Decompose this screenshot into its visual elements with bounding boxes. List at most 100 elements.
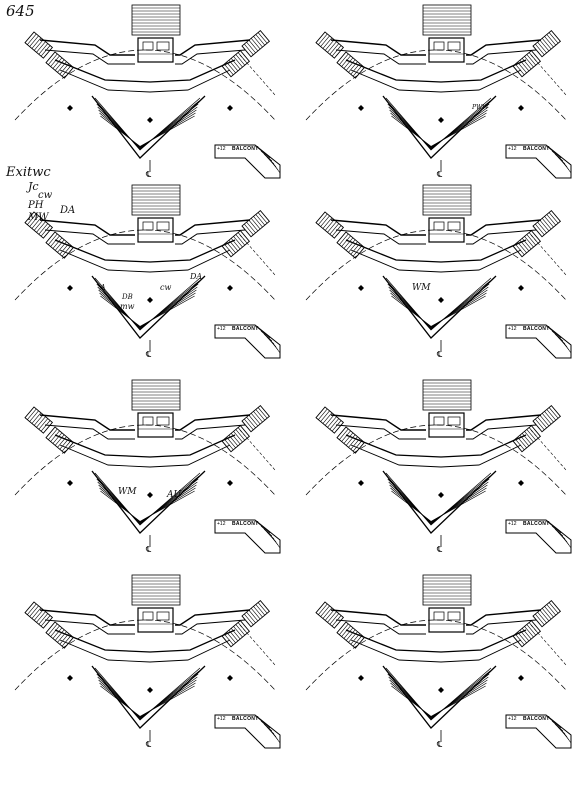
balcony-key-stair (214, 144, 281, 179)
floor-plan-panel: BALCONY+12℄ (291, 0, 582, 200)
handwritten-label-cw: cw (160, 283, 172, 292)
balcony-wings (39, 609, 251, 663)
handwritten-note-6: DA (60, 205, 76, 216)
central-core (137, 412, 174, 438)
balcony-wings (330, 609, 542, 663)
column-marker (147, 687, 153, 693)
balcony-label: BALCONY (523, 521, 550, 527)
stair-right-lower (221, 49, 251, 78)
column-marker (227, 480, 233, 486)
seating-arc (305, 49, 567, 121)
stair-right (532, 599, 562, 628)
stair-left (315, 601, 345, 629)
column-marker (438, 117, 444, 123)
column-marker (147, 492, 153, 498)
column-marker (358, 105, 364, 111)
stair-left-lower (45, 426, 75, 454)
centerline-label: ℄ (146, 170, 152, 179)
stage-outline (530, 429, 567, 471)
centerline-label: ℄ (437, 545, 443, 554)
balcony-key-stair (505, 324, 572, 359)
column-marker (518, 480, 524, 486)
floor-plan-panel: BALCONY+12℄ (0, 180, 291, 380)
stair-right (241, 29, 271, 58)
handwritten-note-1: Exitwc (6, 165, 51, 180)
central-core (428, 412, 465, 438)
stair-right-lower (512, 49, 542, 78)
level-label: +12 (217, 716, 226, 722)
column-marker (227, 675, 233, 681)
balcony-label: BALCONY (232, 521, 259, 527)
level-label: +12 (508, 146, 517, 152)
column-marker (147, 117, 153, 123)
lower-seating (91, 95, 206, 159)
handwritten-label-db: DB (122, 293, 133, 301)
balcony-label: BALCONY (232, 716, 259, 722)
column-marker (67, 285, 73, 291)
centerline-label: ℄ (146, 545, 152, 554)
floor-plan-panel: BALCONY+12℄ (291, 570, 582, 770)
central-core (137, 37, 174, 63)
level-label: +12 (508, 326, 517, 332)
floor-plan-drawing (14, 574, 281, 749)
column-marker (67, 675, 73, 681)
balcony-key-stair (214, 324, 281, 359)
stair-left-lower (45, 51, 75, 79)
stage-outline (239, 429, 276, 471)
balcony-wings (330, 39, 542, 93)
stair-left (315, 31, 345, 59)
floor-plan-panel: BALCONY+12℄ (0, 570, 291, 770)
floor-plan-panel: BALCONY +12 ℄ (0, 375, 291, 575)
floor-plan-drawing (14, 379, 281, 554)
lower-seating (382, 275, 497, 339)
stage-outline (530, 54, 567, 96)
central-core (137, 607, 174, 633)
stair-left (315, 406, 345, 434)
central-core (428, 607, 465, 633)
centerline-label: ℄ (437, 350, 443, 359)
stage-outline (530, 234, 567, 276)
stage-outline (530, 624, 567, 666)
balcony-key-stair (214, 519, 281, 554)
floor-plan-drawing (305, 4, 572, 179)
stair-right-lower (512, 619, 542, 648)
column-marker (358, 285, 364, 291)
column-marker (147, 297, 153, 303)
balcony-key-stair (505, 714, 572, 749)
column-marker (358, 675, 364, 681)
balcony-label: BALCONY (232, 146, 259, 152)
seating-arc (305, 229, 567, 301)
column-marker (518, 105, 524, 111)
stair-left-lower (45, 621, 75, 649)
column-marker (518, 285, 524, 291)
balcony-key-stair (505, 519, 572, 554)
column-marker (438, 687, 444, 693)
level-label: +12 (217, 521, 226, 527)
balcony-wings (39, 39, 251, 93)
column-marker (67, 480, 73, 486)
balcony-key-stair (505, 144, 572, 179)
stair-right-lower (221, 229, 251, 258)
handwritten-note-2: Jc (28, 180, 39, 193)
stair-left (24, 211, 54, 239)
seating-arc (14, 49, 276, 121)
balcony-wings (330, 414, 542, 468)
central-core (428, 37, 465, 63)
lower-seating (382, 665, 497, 729)
balcony-wings (39, 219, 251, 273)
lower-seating (91, 665, 206, 729)
floor-plan-drawing (305, 379, 572, 554)
floor-plan-panel: BALCONY+12℄ (291, 375, 582, 575)
stair-right (241, 209, 271, 238)
stair-left-lower (45, 231, 75, 259)
seating-arc (305, 619, 567, 691)
handwritten-label-mw: mw (120, 302, 135, 311)
seating-arc (14, 424, 276, 496)
handwritten-note-3: cw (38, 190, 53, 201)
seating-arc (14, 229, 276, 301)
column-marker (227, 285, 233, 291)
level-label: +12 (508, 716, 517, 722)
stage-outline (239, 54, 276, 96)
stair-right (532, 404, 562, 433)
